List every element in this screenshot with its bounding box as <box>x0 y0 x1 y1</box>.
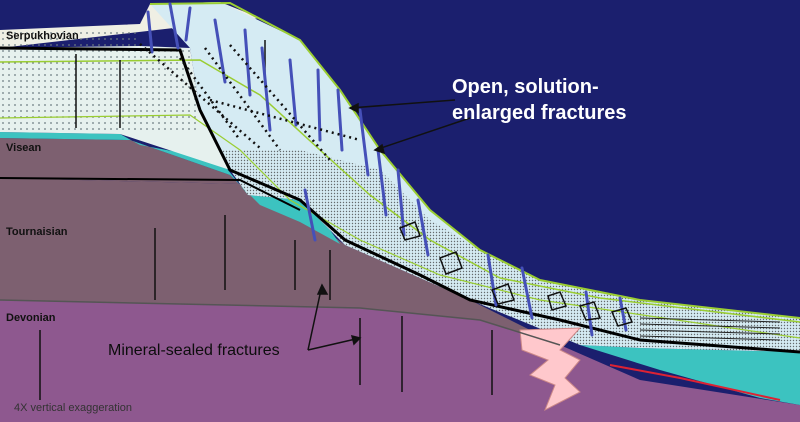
surface-line-3 <box>0 114 800 339</box>
upper-platform-dots <box>0 28 140 48</box>
annotation-arrows <box>307 99 471 351</box>
open-fractures-annotation: Open, solution- enlarged fractures <box>452 74 627 126</box>
mineral-sealed-annotation: Mineral-sealed fractures <box>108 342 280 359</box>
devonian-layer <box>0 300 800 422</box>
visean-layer <box>0 138 345 245</box>
visean-top-line <box>0 177 301 211</box>
hachure-wedge <box>639 317 781 341</box>
serpukhovian-label: Serpukhovian <box>6 30 79 42</box>
red-line <box>609 364 781 401</box>
surface-line-2 <box>0 59 800 323</box>
sealed-fractures <box>39 40 493 400</box>
lower-boundary <box>0 299 561 346</box>
slope-breccia <box>150 2 800 352</box>
tournaisian-layer <box>0 178 560 345</box>
exaggeration-note: 4X vertical exaggeration <box>14 402 133 414</box>
tournaisian-label: Tournaisian <box>6 226 68 238</box>
open-fractures-line1: Open, solution- <box>452 76 599 98</box>
cyan-wedge-right <box>580 345 800 405</box>
surface-line <box>149 1 800 319</box>
dotted-fractures <box>139 43 361 161</box>
devonian-label: Devonian <box>6 312 56 324</box>
breccia-clasts <box>399 221 634 327</box>
open-fractures-line2: enlarged fractures <box>452 102 627 124</box>
slope-stipple <box>220 150 800 352</box>
open-fractures <box>146 2 628 337</box>
visean-label: Visean <box>6 142 42 154</box>
breccia-pink <box>519 327 582 412</box>
unconformity-line <box>0 46 800 354</box>
